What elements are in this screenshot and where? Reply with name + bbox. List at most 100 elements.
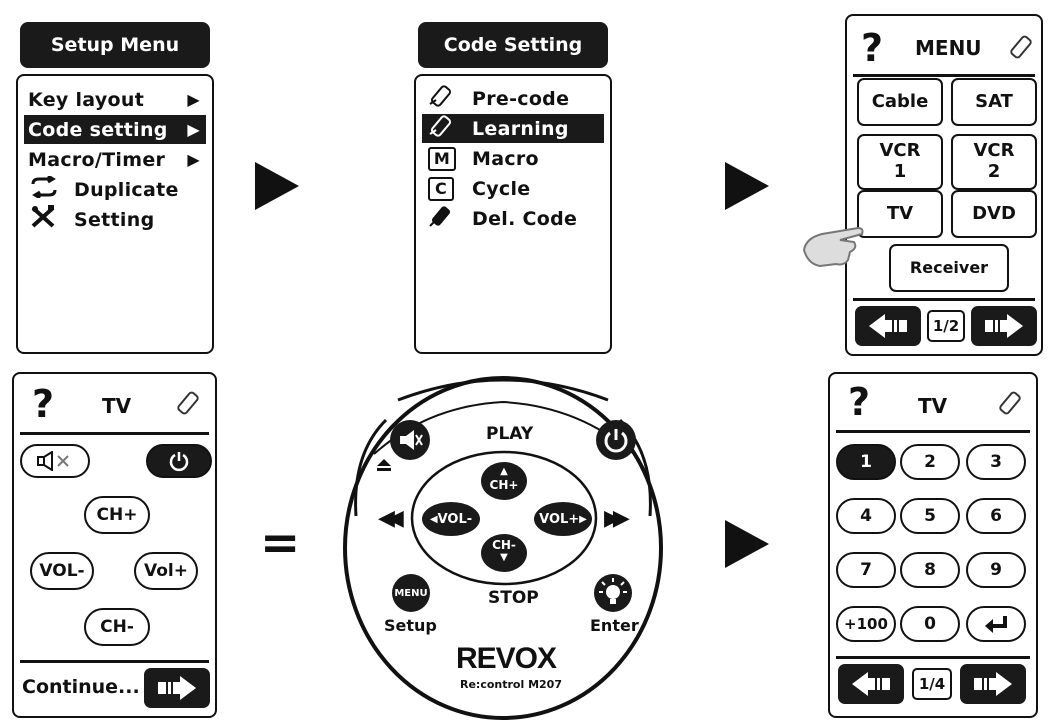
vol-up-button[interactable]: VOL+ ▶: [534, 502, 592, 536]
vol-up-button[interactable]: Vol+: [134, 552, 198, 590]
menu-item-learning[interactable]: Learning: [422, 114, 604, 143]
vcr1-button[interactable]: VCR 1: [857, 134, 943, 190]
next-page-button[interactable]: [960, 664, 1026, 704]
menu-item-label: Macro/Timer: [28, 148, 166, 171]
mute-icon: [37, 451, 69, 471]
footer-divider: [20, 660, 209, 663]
up-arrow-icon: ▲: [500, 466, 508, 477]
key-2[interactable]: 2: [900, 444, 960, 480]
menu-item-label: Setting: [74, 208, 155, 231]
mute-button[interactable]: [20, 444, 90, 478]
help-icon[interactable]: ?: [32, 382, 55, 426]
enter-button[interactable]: [594, 574, 632, 612]
menu-item-cycle[interactable]: C Cycle: [422, 174, 604, 203]
setup-menu-title: Setup Menu: [20, 22, 210, 68]
menu-item-label: Key layout: [28, 88, 145, 111]
arrow-right-icon: [974, 672, 1012, 696]
flow-arrow-2: [725, 162, 769, 210]
help-icon[interactable]: ?: [848, 380, 871, 424]
prev-page-button[interactable]: [838, 664, 904, 704]
key-6[interactable]: 6: [966, 498, 1026, 534]
footer-divider: [836, 656, 1030, 659]
vcr2-button[interactable]: VCR 2: [951, 134, 1037, 190]
receiver-button[interactable]: Receiver: [889, 244, 1009, 292]
menu-item-label: Code setting: [28, 118, 168, 141]
ch-down-button[interactable]: CH-: [84, 608, 150, 646]
lightbulb-icon: [599, 578, 627, 604]
footer-divider: [853, 298, 1035, 301]
key-3[interactable]: 3: [966, 444, 1026, 480]
brand-logo: REVOX: [456, 642, 557, 675]
mute-button[interactable]: [390, 420, 430, 460]
key-7[interactable]: 7: [836, 552, 896, 588]
prev-page-button[interactable]: [855, 306, 921, 346]
arrow-right-icon: [158, 676, 196, 700]
arrow-right-icon: [985, 314, 1023, 338]
device-menu-panel: ? MENU Cable SAT VCR 1 VCR 2 TV DVD Rece…: [845, 14, 1043, 356]
help-icon[interactable]: ?: [861, 26, 884, 70]
code-setting-list: Pre-code Learning M Macro C Cycle Del. C…: [414, 74, 612, 354]
numpad-panel: ? TV 1 2 3 4 5 6 7 8 9 +100 0 1/4: [828, 372, 1038, 718]
fast-forward-icon: ▶▶: [604, 506, 630, 531]
menu-item-label: Duplicate: [74, 178, 179, 201]
vol-down-button[interactable]: ◀ VOL-: [422, 502, 480, 536]
key-4[interactable]: 4: [836, 498, 896, 534]
key-0[interactable]: 0: [900, 606, 960, 642]
duplicate-arrows-icon: [24, 174, 74, 203]
dvd-button[interactable]: DVD: [951, 190, 1037, 238]
next-page-button[interactable]: [971, 306, 1037, 346]
remote-wand-icon: [1007, 34, 1035, 64]
cable-button[interactable]: Cable: [857, 78, 943, 126]
chevron-right-icon: ▶: [187, 120, 200, 139]
header-divider: [20, 432, 209, 435]
remote-wand-icon: [422, 84, 472, 113]
menu-item-setting[interactable]: Setting: [24, 205, 206, 234]
menu-item-label: Cycle: [472, 177, 531, 200]
ch-up-button[interactable]: ▲ CH+: [481, 462, 527, 500]
power-button[interactable]: [146, 444, 212, 478]
menu-item-pre-code[interactable]: Pre-code: [422, 84, 604, 113]
continue-button[interactable]: [144, 668, 210, 708]
ch-up-button[interactable]: CH+: [84, 496, 150, 534]
remote-wand-icon: [996, 390, 1024, 420]
power-icon: [169, 452, 189, 472]
right-arrow-icon: ▶: [579, 513, 587, 525]
menu-item-macro-timer[interactable]: Macro/Timer ▶: [24, 145, 206, 174]
key-1[interactable]: 1: [836, 444, 896, 480]
vol-down-button[interactable]: VOL-: [30, 552, 94, 590]
continue-label: Continue...: [22, 676, 140, 698]
ch-up-label: CH+: [489, 478, 519, 492]
menu-item-macro[interactable]: M Macro: [422, 144, 604, 173]
menu-item-duplicate[interactable]: Duplicate: [24, 174, 206, 204]
code-setting-panel: Code Setting Pre-code Learning M Macro C…: [410, 14, 615, 356]
sat-button[interactable]: SAT: [951, 78, 1037, 126]
menu-item-label: Pre-code: [472, 87, 570, 110]
key-9[interactable]: 9: [966, 552, 1026, 588]
tv-panel-title: TV: [102, 394, 132, 418]
header-divider: [853, 74, 1035, 77]
mute-icon: [400, 430, 423, 450]
model-label: Re:control M207: [460, 678, 562, 691]
vol-down-label: VOL-: [437, 511, 473, 527]
key-plus-100[interactable]: +100: [836, 606, 896, 642]
power-icon: [604, 429, 628, 453]
page-indicator: 1/4: [912, 668, 952, 700]
macro-badge: M: [428, 146, 456, 171]
power-button[interactable]: [596, 420, 636, 460]
cycle-badge: C: [428, 176, 454, 201]
stop-label[interactable]: STOP: [488, 588, 539, 608]
menu-button[interactable]: MENU: [392, 574, 430, 612]
key-5[interactable]: 5: [900, 498, 960, 534]
tv-button[interactable]: TV: [857, 190, 943, 238]
c-cycle-icon: C: [422, 176, 472, 201]
enter-key[interactable]: [966, 606, 1026, 642]
menu-item-code-setting[interactable]: Code setting ▶: [24, 115, 206, 144]
menu-item-label: Learning: [472, 117, 569, 140]
remote-wand-icon: [174, 390, 202, 420]
menu-item-del-code[interactable]: Del. Code: [422, 204, 604, 233]
play-label[interactable]: PLAY: [486, 424, 534, 444]
menu-item-key-layout[interactable]: Key layout ▶: [24, 85, 206, 114]
ch-down-button[interactable]: CH- ▼: [481, 534, 527, 572]
arrow-left-icon: [869, 314, 907, 338]
key-8[interactable]: 8: [900, 552, 960, 588]
